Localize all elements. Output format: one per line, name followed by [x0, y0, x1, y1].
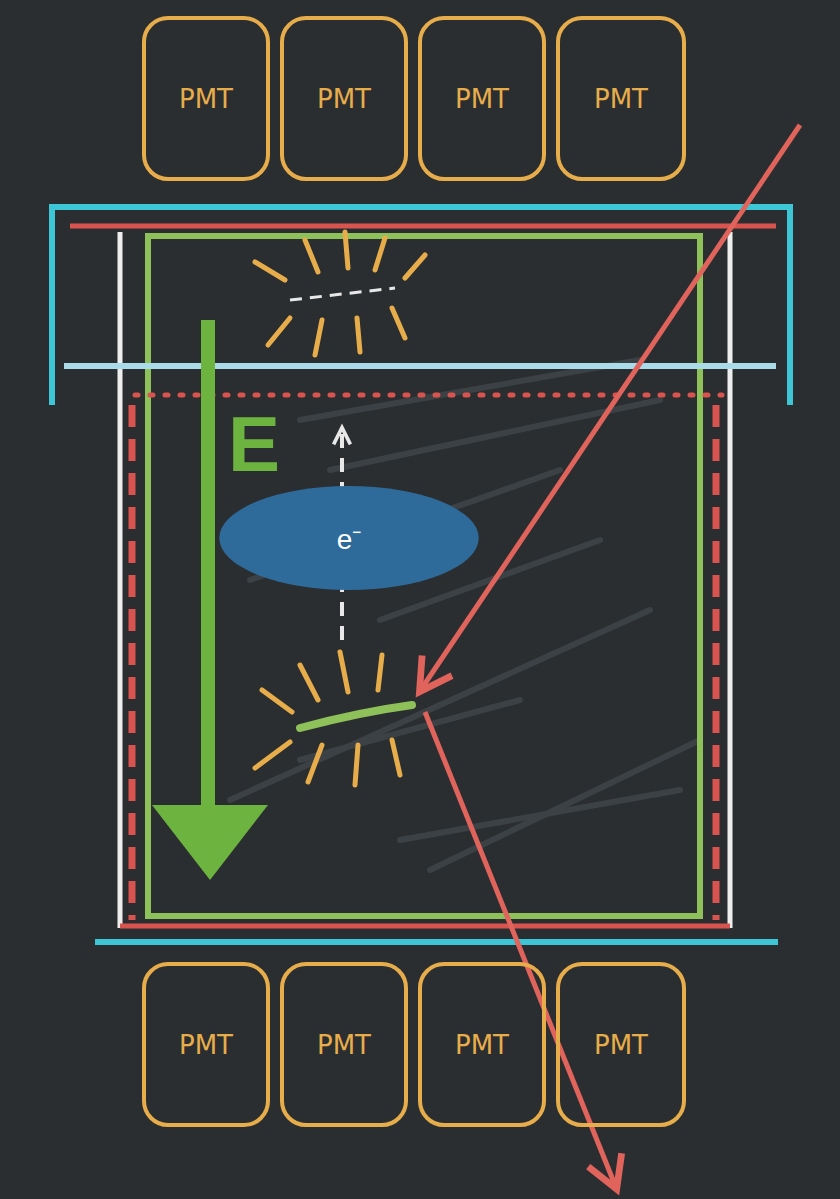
- s2-flash: [255, 232, 425, 355]
- node-label: PMT: [455, 1030, 509, 1060]
- gate-grid: [135, 393, 722, 398]
- ptfe-wall: [728, 232, 733, 928]
- node-label: PMT: [455, 84, 509, 114]
- chalk-smudge: [230, 360, 700, 870]
- field-cage: [713, 405, 720, 920]
- pmt-box: PMT: [142, 962, 270, 1127]
- pmt-box: PMT: [142, 16, 270, 181]
- cathode-grid: [120, 924, 730, 929]
- field-arrow: [152, 320, 268, 880]
- node-label: PMT: [594, 1030, 648, 1060]
- liquid-surface: [64, 363, 776, 369]
- pmt-box: PMT: [556, 16, 686, 181]
- field-cage: [129, 405, 136, 920]
- field-label: E: [228, 405, 280, 483]
- node-label: PMT: [594, 84, 648, 114]
- particle-track: [425, 712, 615, 1185]
- pmt-box: PMT: [418, 962, 546, 1127]
- pmt-box: PMT: [280, 16, 408, 181]
- node-label: PMT: [179, 1030, 233, 1060]
- bottom-plate: [95, 939, 778, 945]
- pmt-box: PMT: [280, 962, 408, 1127]
- pmt-box: PMT: [556, 962, 686, 1127]
- anode-grid: [70, 224, 776, 229]
- node-label: e⁻: [337, 519, 362, 557]
- pmt-box: PMT: [418, 16, 546, 181]
- particle-track: [422, 125, 800, 688]
- electron-cloud: e⁻: [218, 485, 480, 591]
- node-label: PMT: [179, 84, 233, 114]
- node-label: PMT: [317, 1030, 371, 1060]
- s1-flash: [255, 652, 412, 785]
- active-volume: [148, 236, 700, 916]
- ptfe-wall: [118, 232, 123, 928]
- node-label: PMT: [317, 84, 371, 114]
